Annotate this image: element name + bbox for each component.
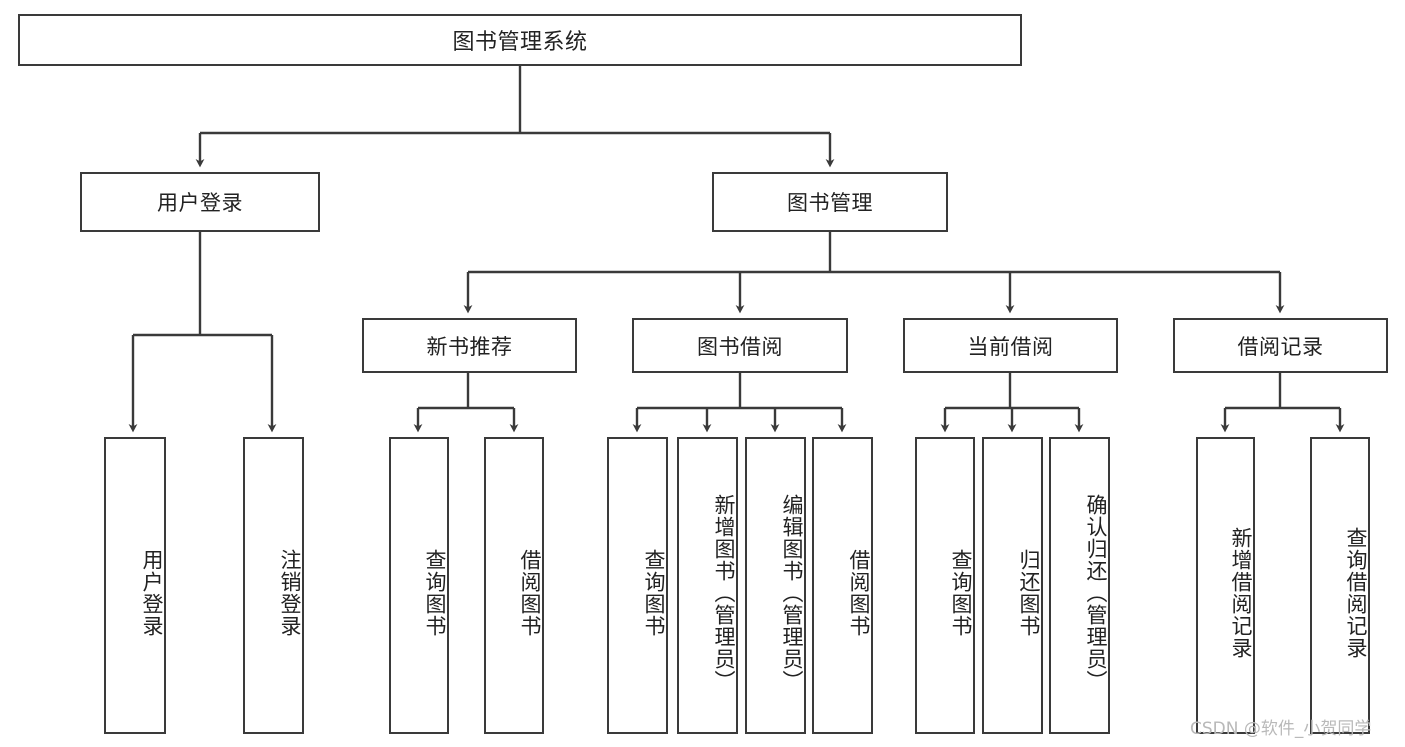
- node-current-borrow[interactable]: 当前借阅: [903, 318, 1118, 373]
- node-label: 图书借阅: [697, 334, 783, 359]
- node-root-system[interactable]: 图书管理系统: [18, 14, 1022, 66]
- node-label: 归还图书: [1017, 548, 1041, 637]
- leaf-borrow-book-recommend[interactable]: 借阅图书: [484, 437, 544, 734]
- node-borrow-records[interactable]: 借阅记录: [1173, 318, 1388, 373]
- node-book-borrow[interactable]: 图书借阅: [632, 318, 848, 373]
- node-book-management[interactable]: 图书管理: [712, 172, 948, 232]
- node-new-book-recommendation[interactable]: 新书推荐: [362, 318, 577, 373]
- node-label: 确认归还（管理员）: [1084, 493, 1108, 692]
- node-label: 编辑图书（管理员）: [780, 493, 804, 692]
- node-label: 图书管理: [787, 191, 873, 215]
- node-label: 借阅记录: [1237, 334, 1324, 359]
- node-label: 当前借阅: [967, 334, 1054, 359]
- leaf-user-login[interactable]: 用户登录: [104, 437, 166, 734]
- leaf-query-book-current[interactable]: 查询图书: [915, 437, 975, 734]
- node-label: 借阅图书: [518, 548, 542, 637]
- node-label: 注销登录: [278, 548, 302, 637]
- node-label: 查询图书: [423, 548, 447, 637]
- leaf-borrow-book[interactable]: 借阅图书: [812, 437, 873, 734]
- leaf-edit-book-admin[interactable]: 编辑图书（管理员）: [745, 437, 806, 734]
- node-label: 新增借阅记录: [1229, 526, 1253, 659]
- leaf-confirm-return-admin[interactable]: 确认归还（管理员）: [1049, 437, 1110, 734]
- node-label: 查询图书: [949, 548, 973, 637]
- leaf-add-book-admin[interactable]: 新增图书（管理员）: [677, 437, 738, 734]
- node-user-login[interactable]: 用户登录: [80, 172, 320, 232]
- leaf-query-book-borrow[interactable]: 查询图书: [607, 437, 668, 734]
- node-label: 借阅图书: [847, 548, 871, 637]
- node-label: 查询借阅记录: [1344, 526, 1368, 659]
- node-label: 查询图书: [642, 548, 666, 637]
- leaf-query-borrow-record[interactable]: 查询借阅记录: [1310, 437, 1370, 734]
- leaf-add-borrow-record[interactable]: 新增借阅记录: [1196, 437, 1255, 734]
- node-label: 新书推荐: [426, 334, 513, 359]
- node-label: 新增图书（管理员）: [712, 493, 736, 692]
- csdn-watermark: CSDN @软件_小贺同学: [1190, 719, 1372, 739]
- leaf-query-book-recommend[interactable]: 查询图书: [389, 437, 449, 734]
- node-label: 用户登录: [157, 191, 243, 215]
- node-label: 用户登录: [140, 548, 164, 637]
- node-label: 图书管理系统: [452, 30, 588, 55]
- leaf-logout[interactable]: 注销登录: [243, 437, 304, 734]
- leaf-return-book[interactable]: 归还图书: [982, 437, 1043, 734]
